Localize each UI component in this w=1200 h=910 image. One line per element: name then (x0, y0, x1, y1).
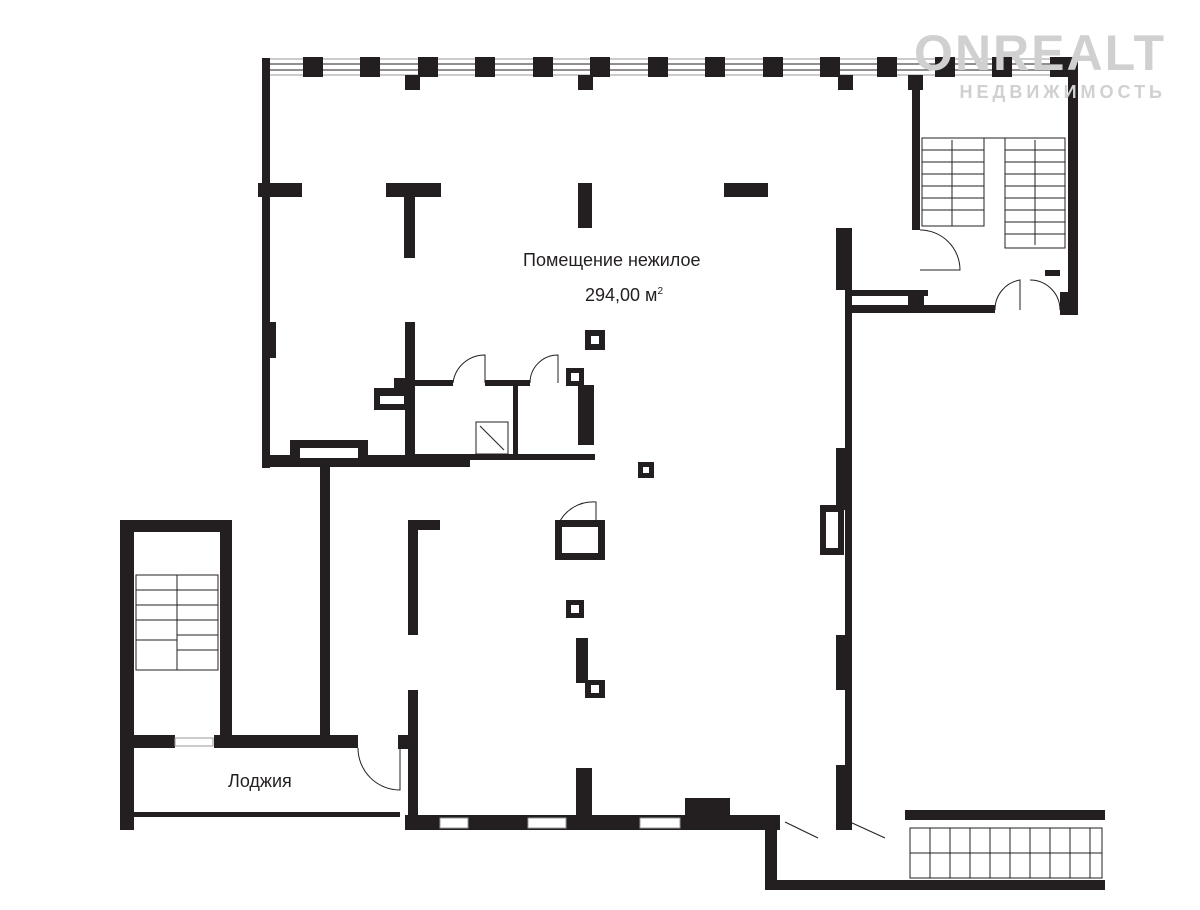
room-area-label: 294,00 м2 (585, 285, 663, 306)
shower-tray (475, 421, 509, 455)
stairs (135, 137, 1103, 879)
watermark-logo: ONREALT (914, 25, 1166, 81)
area-superscript: 2 (657, 286, 663, 297)
room-name-label: Помещение нежилое (523, 250, 701, 270)
loggia-label: Лоджия (228, 771, 292, 791)
room-area-value: 294,00 м (585, 285, 658, 305)
doors (357, 229, 1061, 839)
watermark-subtitle: НЕДВИЖИМОСТЬ (959, 82, 1166, 102)
bottom-windows (174, 737, 681, 829)
walls (120, 57, 1105, 890)
